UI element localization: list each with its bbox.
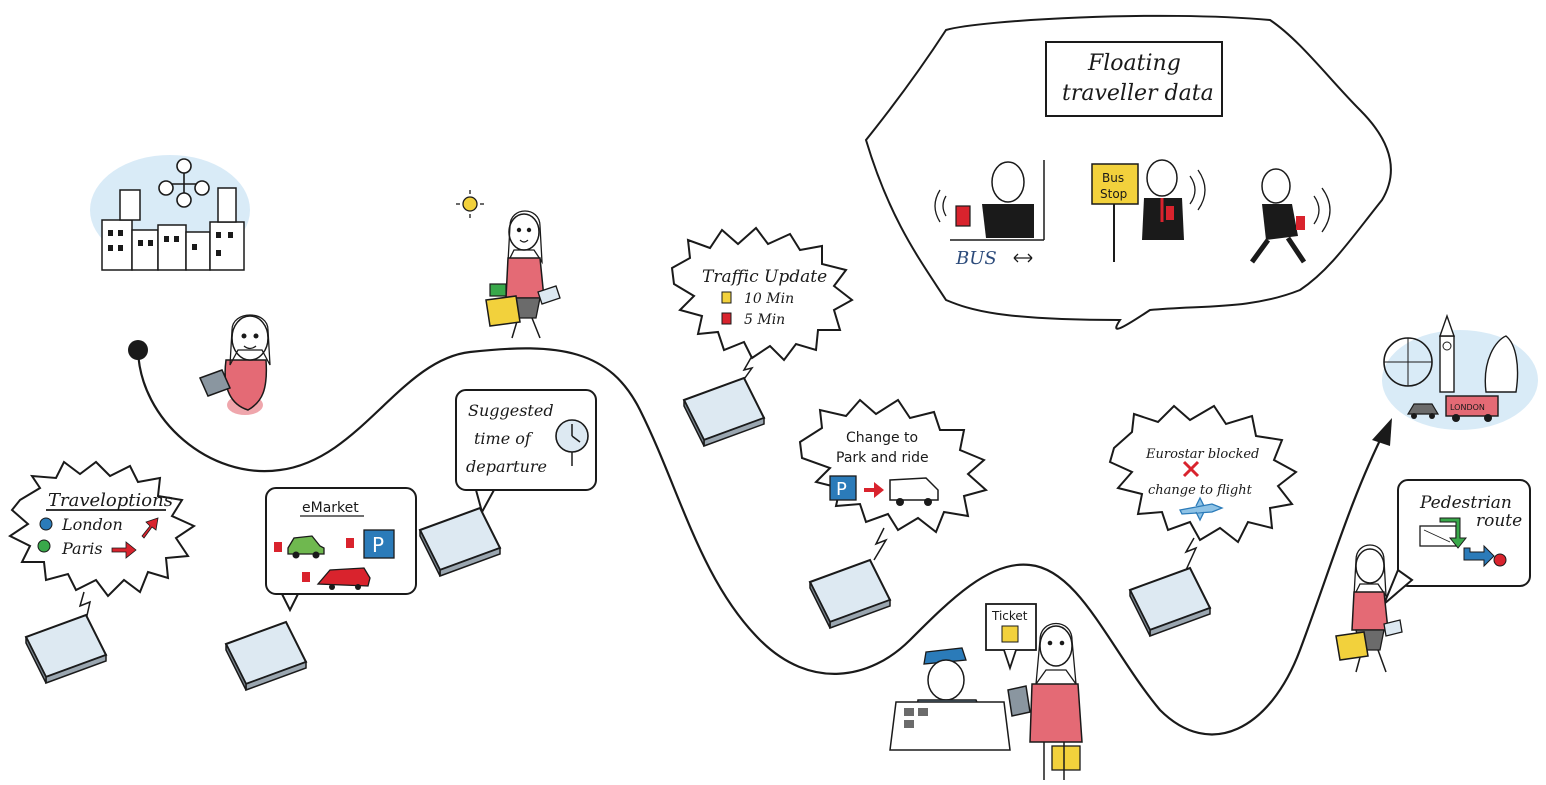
svg-text:P: P xyxy=(372,533,384,557)
red-marker-icon xyxy=(274,542,282,552)
start-dot xyxy=(128,340,148,360)
floating-data-title-2: traveller data xyxy=(1062,81,1214,106)
emarket-title: eMarket xyxy=(302,500,359,516)
taxi-icon xyxy=(1406,403,1440,419)
red-arrow-icon xyxy=(111,541,137,559)
london-skyline-icon: LONDON xyxy=(1382,313,1538,430)
red-marker-icon xyxy=(721,312,732,325)
ticket-label: Ticket xyxy=(991,609,1028,623)
red-arrow-up-icon xyxy=(141,517,159,539)
traffic-item-5min: 5 Min xyxy=(744,312,785,328)
shuttle-bus-icon xyxy=(889,477,939,506)
travel-option-paris: Paris xyxy=(61,539,103,558)
red-train-icon xyxy=(316,567,371,590)
red-marker-icon xyxy=(346,538,354,548)
eurostar-line-1: Eurostar blocked xyxy=(1145,447,1259,462)
phone-icon xyxy=(1129,567,1211,637)
gherkin-icon xyxy=(1484,335,1519,393)
traffic-item-10min: 10 Min xyxy=(744,291,794,307)
floating-data-title-1: Floating xyxy=(1087,51,1181,76)
departure-line-1: Suggested xyxy=(468,401,554,420)
pedestrian-route-bubble: Pedestrian route xyxy=(1383,479,1531,605)
bus-passenger-icon: BUS xyxy=(934,160,1045,269)
green-car-icon xyxy=(287,535,325,559)
brussels-skyline-icon xyxy=(90,155,250,271)
emarket-bubble: eMarket P xyxy=(265,487,417,613)
floating-data-title-box xyxy=(1045,41,1223,117)
red-marker-icon xyxy=(302,572,310,582)
parking-sign-icon: P xyxy=(363,529,395,559)
departure-line-3: departure xyxy=(466,457,547,476)
phone-icon xyxy=(225,621,307,691)
floating-data-cloud: Floating traveller data BUS Bus Stop xyxy=(864,14,1392,330)
traffic-update-bubble: Traffic Update 10 Min 5 Min xyxy=(670,226,854,362)
phone-icon xyxy=(25,614,107,684)
red-arrow-icon xyxy=(864,482,884,498)
travel-options-title: Traveloptions xyxy=(48,490,173,511)
london-bus-icon: LONDON xyxy=(1445,395,1499,422)
ticket-scene: Ticket xyxy=(889,603,1083,780)
park-ride-line-2: Park and ride xyxy=(836,450,929,466)
park-ride-line-1: Change to xyxy=(846,430,918,446)
phone-icon xyxy=(683,377,765,447)
london-dot-icon xyxy=(39,517,53,531)
journey-path xyxy=(136,347,1386,736)
ticket-icon xyxy=(1001,625,1019,643)
blocked-x-icon xyxy=(1182,460,1200,478)
park-and-ride-bubble: Change to Park and ride P xyxy=(798,398,989,534)
parking-sign-icon: P xyxy=(829,475,857,501)
svg-text:LONDON: LONDON xyxy=(1450,403,1485,412)
eurostar-bubble: Eurostar blocked change to flight xyxy=(1108,404,1298,544)
arrow-head xyxy=(1372,418,1392,446)
bus-stop-sign-icon xyxy=(1091,163,1139,205)
bus-stop-person-icon: Bus Stop xyxy=(1091,159,1206,262)
walking-businessman-icon xyxy=(1249,168,1331,264)
green-route-arrow-icon xyxy=(1439,517,1468,549)
pedestrian-line-2: route xyxy=(1476,511,1522,531)
phone-icon xyxy=(809,559,891,629)
eurostar-line-2: change to flight xyxy=(1148,483,1253,498)
bus-stop-line-1: Bus xyxy=(1102,171,1124,185)
yellow-marker-icon xyxy=(721,291,732,304)
walking-woman-end-icon xyxy=(1335,544,1403,673)
departure-line-2: time of xyxy=(474,429,534,448)
paris-dot-icon xyxy=(37,539,51,553)
red-phone-icon xyxy=(1296,216,1305,230)
blue-route-arrow-icon xyxy=(1463,544,1495,568)
travel-option-london: London xyxy=(61,515,123,534)
red-phone-icon xyxy=(1166,206,1174,220)
clock-icon xyxy=(555,419,589,466)
woman-with-tablet-icon xyxy=(198,314,271,415)
airplane-icon xyxy=(1179,496,1224,522)
bus-label: BUS xyxy=(955,248,997,269)
sun-icon xyxy=(456,190,484,218)
red-phone-icon xyxy=(955,205,971,227)
bus-stop-line-2: Stop xyxy=(1100,187,1127,201)
building-block-icon xyxy=(1419,525,1457,547)
pedestrian-line-1: Pedestrian xyxy=(1419,493,1512,513)
traffic-update-title: Traffic Update xyxy=(702,267,827,287)
travel-options-bubble: Traveloptions London Paris xyxy=(8,460,197,598)
svg-text:P: P xyxy=(836,479,847,500)
destination-dot-icon xyxy=(1493,553,1507,567)
walking-woman-icon xyxy=(485,210,561,339)
departure-bubble: Suggested time of departure xyxy=(455,389,597,515)
desk-icon xyxy=(889,701,1011,751)
woman-with-phone-icon xyxy=(1007,623,1083,780)
phone-icon xyxy=(419,507,501,577)
